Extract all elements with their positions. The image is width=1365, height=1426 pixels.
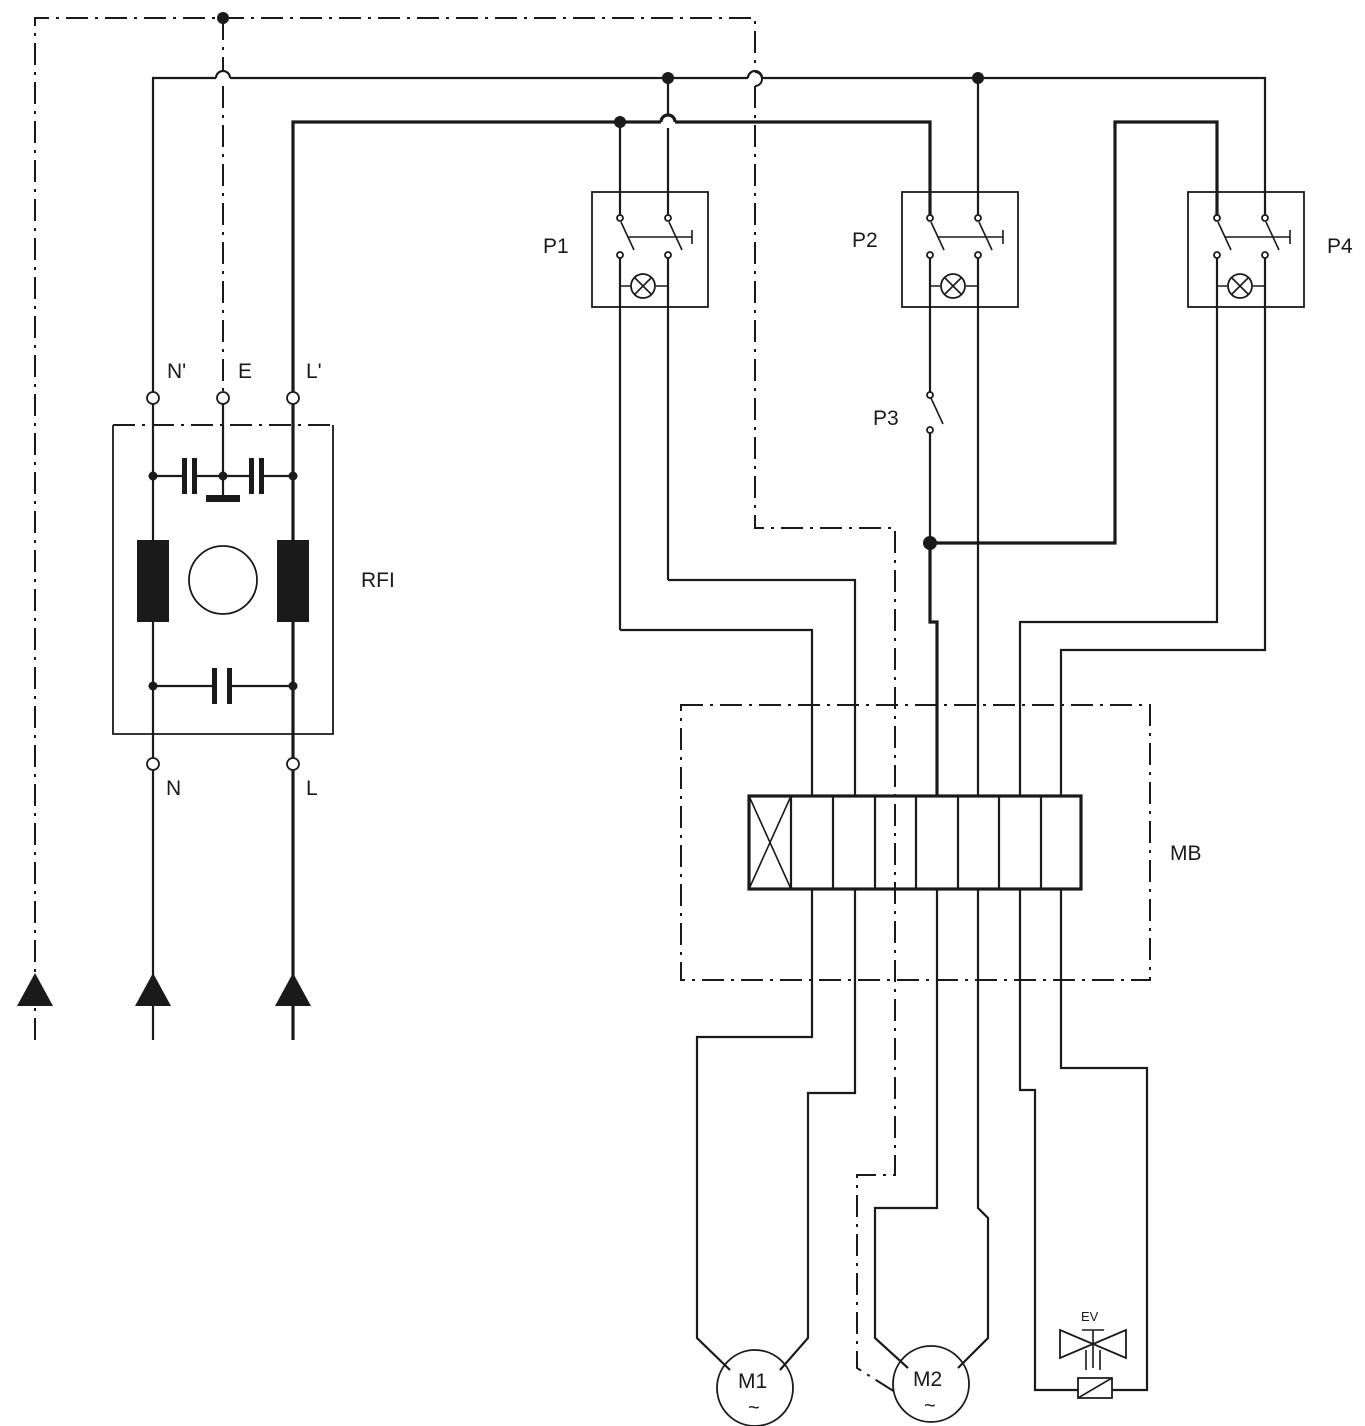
valve-ev xyxy=(1059,1328,1127,1399)
terminal-n xyxy=(146,757,160,771)
neutral-junction-p1 xyxy=(662,72,674,84)
supply-inputs xyxy=(17,770,311,1040)
live-junction-p1 xyxy=(614,116,626,128)
neutral-input-arrow xyxy=(135,973,171,1006)
motor-m2 xyxy=(892,1345,970,1423)
label-m2: M2 xyxy=(913,1368,942,1391)
p3-junction xyxy=(923,536,937,550)
label-m1-ac: ~ xyxy=(748,1397,760,1419)
earth-input-arrow xyxy=(17,973,53,1006)
label-l-prime: L' xyxy=(306,360,322,383)
label-p1: P1 xyxy=(543,235,569,258)
terminal-l xyxy=(286,757,300,771)
live-bus xyxy=(291,113,932,392)
choke-core xyxy=(188,545,258,615)
neutral-bus xyxy=(151,69,1267,392)
terminal-l-prime xyxy=(286,391,300,405)
label-n: N xyxy=(166,777,181,800)
motor-m1 xyxy=(716,1349,794,1426)
upper-wiring xyxy=(620,258,1267,796)
p4-live-feed xyxy=(930,120,1219,545)
live-input-arrow xyxy=(275,973,311,1006)
label-e: E xyxy=(238,360,252,383)
rfi-filter xyxy=(112,391,334,771)
switch-p1 xyxy=(591,191,709,630)
label-rfi: RFI xyxy=(361,569,395,592)
neutral-junction-p2 xyxy=(972,72,984,84)
switch-p4 xyxy=(1187,191,1305,308)
earth-conductor xyxy=(34,17,896,1393)
label-p2: P2 xyxy=(852,229,878,252)
lower-wiring xyxy=(695,889,1149,1392)
label-l: L xyxy=(306,777,318,800)
label-p3: P3 xyxy=(873,407,899,430)
switch-p2 xyxy=(901,191,1019,308)
terminal-e xyxy=(216,391,230,405)
terminal-n-prime xyxy=(146,391,160,405)
label-m1: M1 xyxy=(738,1370,767,1393)
label-mb: MB xyxy=(1170,842,1202,865)
thermostat-p3 xyxy=(926,258,944,796)
label-ev: EV xyxy=(1081,1309,1099,1324)
main-board-mb xyxy=(680,704,1151,981)
label-p4: P4 xyxy=(1327,235,1353,258)
label-m2-ac: ~ xyxy=(924,1395,936,1417)
label-n-prime: N' xyxy=(167,360,186,383)
earth-junction xyxy=(217,12,229,24)
choke-l xyxy=(277,540,309,622)
choke-n xyxy=(137,540,169,622)
